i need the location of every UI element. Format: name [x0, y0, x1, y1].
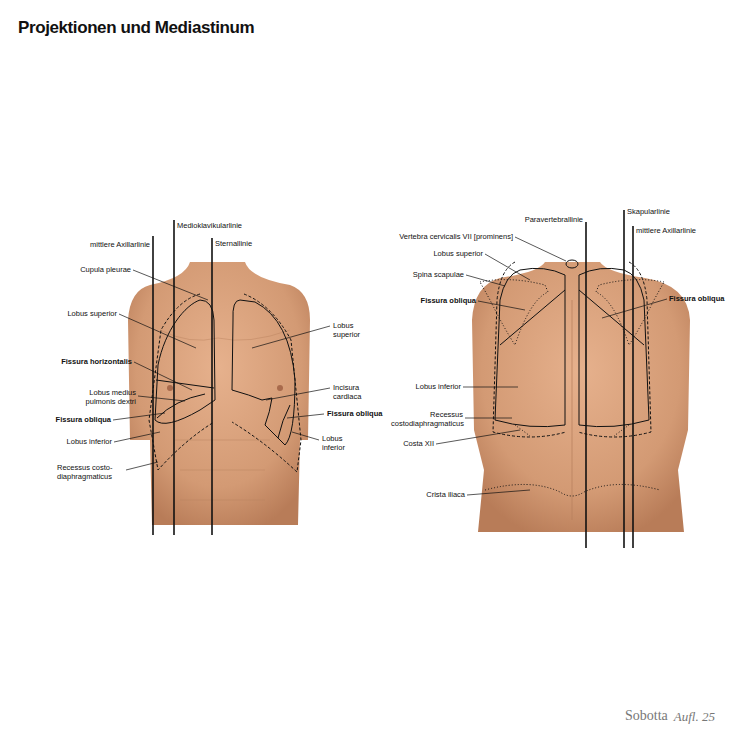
nipple — [277, 385, 283, 391]
line-label: mittlere Axillarlinie — [90, 240, 150, 249]
leader-line — [515, 237, 566, 261]
leader-line — [119, 314, 196, 348]
scapula — [480, 280, 548, 345]
line-label: mittlere Axillarlinie — [636, 226, 696, 235]
leader-line — [485, 254, 530, 280]
line-label: Paravertebrallinie — [525, 215, 583, 224]
reference-line — [173, 220, 175, 535]
fissure-label: Fissura obliqua — [669, 294, 724, 303]
part-label: Vertebra cervicalis VII [prominens] — [399, 232, 513, 241]
reference-line — [152, 236, 154, 535]
oblique-fissure — [278, 405, 290, 438]
part-label: Lobus inferior — [416, 382, 461, 391]
fissure-label: Fissura obliqua — [327, 409, 382, 418]
leader-line — [436, 430, 520, 444]
back-torso — [472, 262, 690, 532]
leader-line — [252, 326, 330, 348]
pleura-border — [232, 294, 301, 472]
line-label: Sternallinie — [215, 239, 252, 248]
leader-line — [133, 270, 208, 300]
part-label: Lobus inferior — [322, 434, 362, 452]
leader-line — [463, 387, 518, 388]
fissure-label: Fissura obliqua — [56, 415, 111, 424]
oblique-fissure — [157, 394, 205, 418]
part-label: Lobus superior — [67, 309, 117, 318]
muscle-shading — [160, 330, 290, 500]
leader-line — [114, 432, 160, 442]
right-lung-outline — [155, 300, 215, 423]
fissure-label: Fissura horizontalis — [61, 357, 132, 366]
page-title: Projektionen und Mediastinum — [18, 18, 254, 38]
leader-line — [465, 418, 512, 419]
pleura-border — [493, 262, 566, 437]
rib-twelve — [614, 425, 629, 436]
left-lung-outline — [495, 268, 565, 426]
leader-line — [478, 301, 525, 310]
watermark: Sobotta — [625, 708, 668, 724]
reference-line — [623, 210, 625, 548]
right-lung-outline — [579, 268, 649, 426]
leader-line — [292, 432, 319, 440]
leader-line — [466, 275, 505, 286]
reference-line — [585, 222, 587, 548]
reference-line — [632, 226, 634, 548]
line-label: Medioklavikularlinie — [177, 221, 242, 230]
left-lung-outline — [232, 300, 295, 445]
line-label: Skapularlinie — [627, 207, 670, 216]
scapula — [596, 280, 664, 345]
reference-line — [211, 238, 213, 535]
part-label: Spina scapulae — [413, 270, 464, 279]
leader-line — [287, 414, 324, 418]
front-torso — [128, 262, 310, 525]
part-label: Cupula pleurae — [80, 265, 131, 274]
leader-line — [602, 299, 667, 318]
leader-line — [134, 362, 192, 390]
leader-line — [266, 388, 330, 400]
part-label: Lobus superior — [333, 321, 373, 339]
nipple — [167, 385, 173, 391]
part-label: Crista iliaca — [426, 490, 465, 499]
spine-groove — [571, 300, 573, 520]
pleura-border — [578, 262, 651, 437]
part-label: Lobus inferior — [67, 437, 112, 446]
leader-line — [126, 462, 158, 470]
part-label: Costa XII — [403, 439, 434, 448]
watermark: Aufl. 25 — [674, 709, 715, 725]
leader-line — [113, 413, 165, 420]
part-label: Lobus superior — [433, 249, 483, 258]
part-label: Recessus costodiaphragmaticus — [391, 410, 463, 428]
oblique-fissure — [500, 290, 565, 345]
oblique-fissure — [579, 290, 644, 345]
part-label: Recessus costo- diaphragmaticus — [57, 463, 121, 481]
leader-line — [138, 396, 185, 401]
pleura-border — [149, 294, 214, 470]
leader-line — [467, 490, 530, 495]
part-label: Lobus medius pulmonis dextri — [66, 388, 136, 406]
fissure-label: Fissura obliqua — [421, 296, 476, 305]
vertebra-prominens — [566, 260, 578, 268]
part-label: Incisura cardiaca — [333, 383, 378, 401]
